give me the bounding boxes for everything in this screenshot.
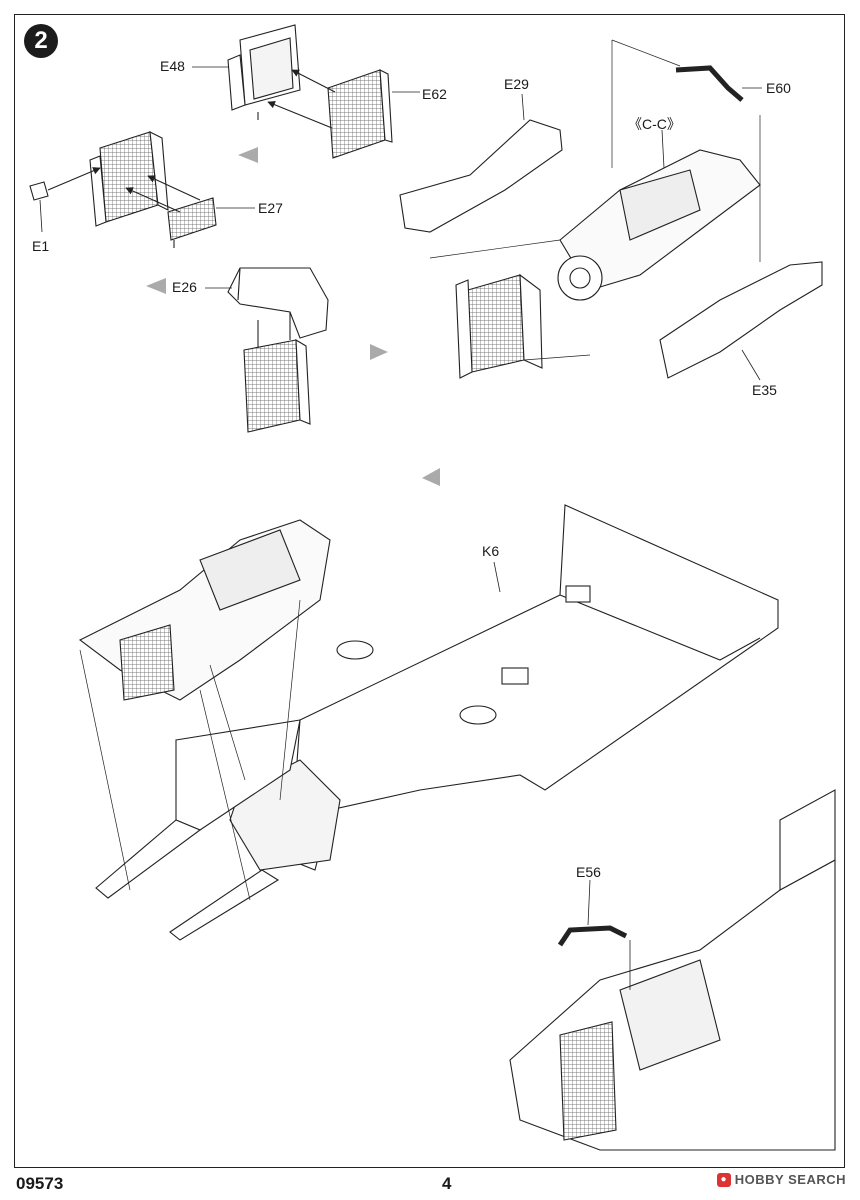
label-e60: E60 (766, 80, 791, 96)
part-k6-chassis (95, 504, 779, 941)
label-k6: K6 (482, 543, 500, 559)
page-frame (14, 14, 845, 1168)
part-e48-frame (227, 24, 301, 120)
arrow-e62-to-e48 (291, 69, 336, 93)
label-e1: E1 (32, 238, 50, 254)
part-radiator-assembly (89, 131, 169, 227)
watermark-text: HOBBY SEARCH (734, 1172, 846, 1187)
product-code: 09573 (16, 1174, 64, 1193)
part-e56-pipe (557, 925, 628, 947)
label-e35: E35 (752, 382, 777, 398)
watermark: ● HOBBY SEARCH (716, 1172, 846, 1187)
label-cc: 《C-C》 (628, 116, 681, 132)
label-e56: E56 (576, 864, 601, 880)
part-radiator-lower (455, 273, 543, 379)
guide-lines-k6 (79, 599, 301, 901)
part-engine-assembly (78, 519, 331, 701)
step-number-badge: 2 (24, 24, 58, 58)
part-e1-bolt (29, 167, 101, 201)
part-cc-transmission (557, 149, 761, 301)
part-e27-panel (167, 197, 217, 248)
label-e48: E48 (160, 58, 185, 74)
inset-completed-view (509, 789, 836, 1151)
flow-arrows (146, 147, 440, 486)
part-radiator-stack (243, 312, 311, 433)
arrow-e62-to-e48-lower (267, 101, 333, 129)
arrow-e27-upper (147, 175, 201, 201)
page-number: 4 (442, 1174, 452, 1193)
leader-lines (39, 66, 762, 926)
guide-lines (429, 39, 761, 361)
part-e62-radiator (327, 69, 393, 159)
label-e29: E29 (504, 76, 529, 92)
part-e60-pipe (675, 65, 744, 102)
part-e29-rail (399, 119, 563, 233)
part-e26-shroud (227, 267, 329, 339)
part-e35-rail (659, 261, 823, 379)
label-e62: E62 (422, 86, 447, 102)
label-e26: E26 (172, 279, 197, 295)
label-e27: E27 (258, 200, 283, 216)
hobby-search-logo-icon: ● (716, 1172, 731, 1187)
arrow-e27 (125, 187, 181, 213)
